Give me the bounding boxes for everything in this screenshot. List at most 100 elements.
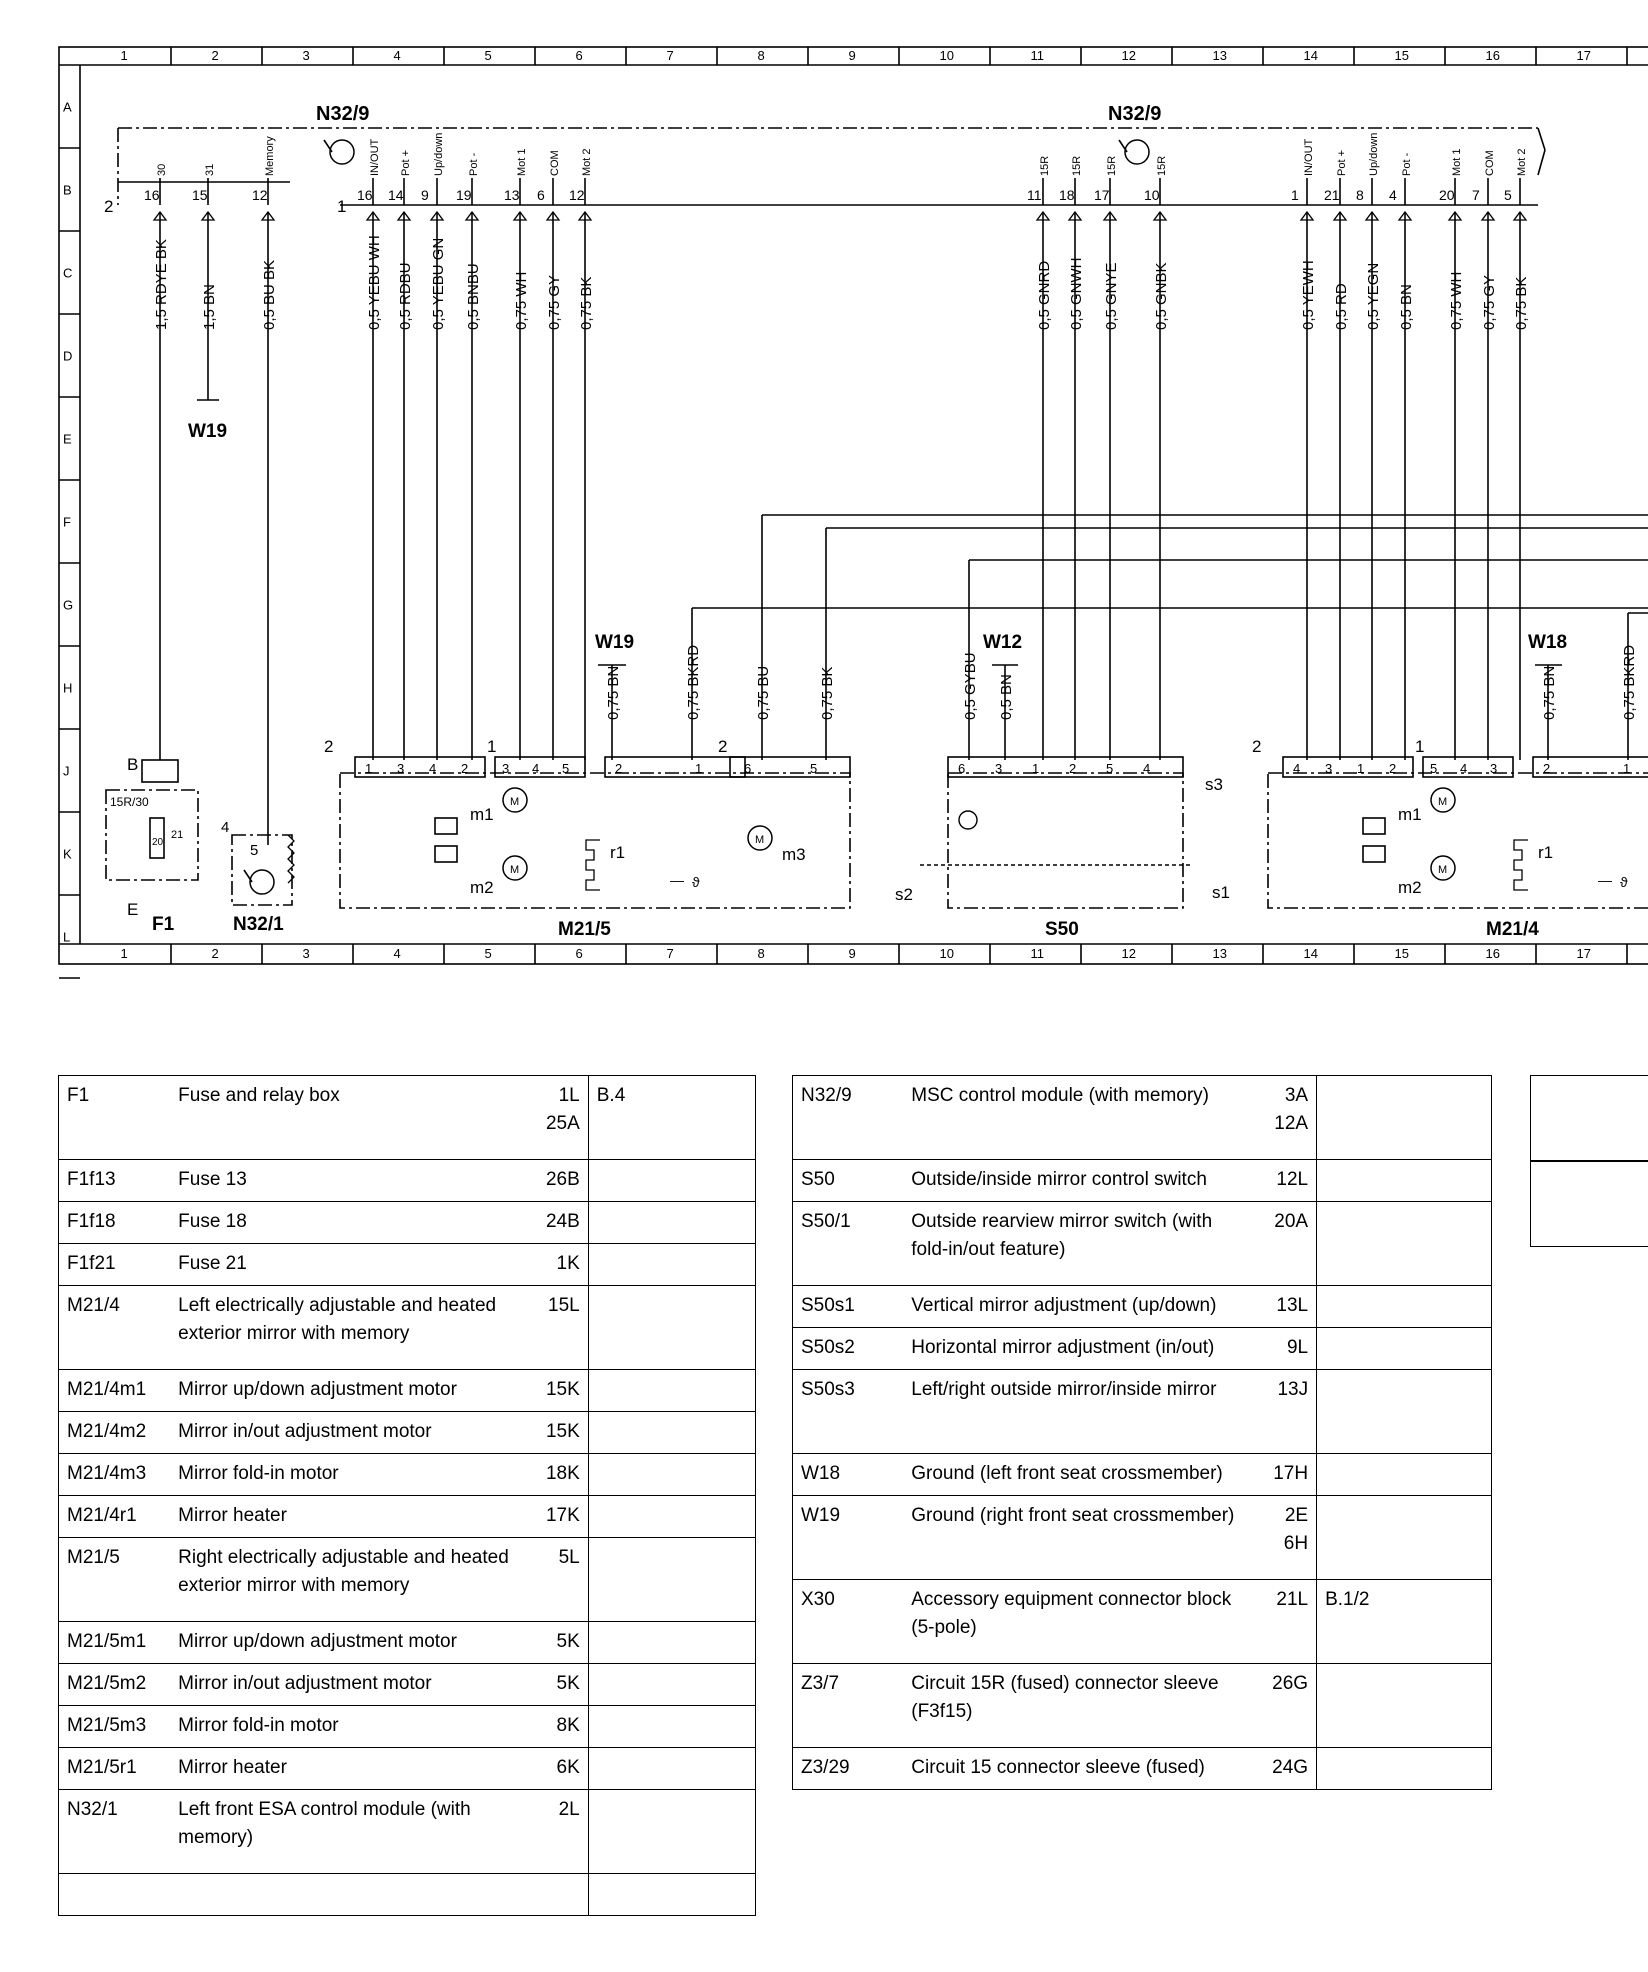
legend-loc: 15K bbox=[531, 1411, 589, 1454]
motor-label: m3 bbox=[782, 845, 806, 864]
legend-loc: 24G bbox=[1260, 1747, 1318, 1790]
legend-desc: Mirror heater bbox=[170, 1495, 532, 1538]
motor-letter: M bbox=[510, 864, 519, 876]
legend-desc: Right electrically adjustable and heated… bbox=[170, 1537, 532, 1622]
connector-block bbox=[494, 756, 586, 778]
wire-label: 0,75 WH bbox=[1448, 272, 1465, 330]
legend-ref bbox=[587, 1285, 757, 1370]
legend-code bbox=[58, 1873, 171, 1916]
fuse-terminal bbox=[141, 759, 179, 783]
row-letter: H bbox=[63, 681, 72, 696]
column-number: 12 bbox=[1122, 946, 1136, 961]
column-number: 13 bbox=[1213, 48, 1227, 63]
fuse-pin-label: B bbox=[127, 755, 138, 774]
ground-label: W19 bbox=[188, 421, 227, 442]
wire-label: 0,5 RD bbox=[1333, 283, 1350, 330]
legend-ref bbox=[587, 1369, 757, 1412]
legend-code: M21/5m1 bbox=[58, 1621, 171, 1664]
motor-label: m2 bbox=[1398, 878, 1422, 897]
pin-number: 12 bbox=[252, 187, 268, 203]
motor-symbol bbox=[1430, 855, 1456, 881]
transistor-symbol bbox=[329, 139, 355, 165]
legend-code: F1 bbox=[58, 1075, 171, 1160]
column-number: 9 bbox=[849, 946, 856, 961]
column-number: 1 bbox=[121, 48, 128, 63]
pin-number: 9 bbox=[421, 187, 429, 203]
pin-label: Pot - bbox=[1401, 152, 1413, 176]
legend-ref bbox=[587, 1873, 757, 1916]
legend-desc: Mirror in/out adjustment motor bbox=[170, 1663, 532, 1706]
pin-label: 31 bbox=[204, 164, 216, 176]
column-number: 11 bbox=[1031, 946, 1045, 961]
connector-block bbox=[1282, 756, 1414, 778]
column-number: 11 bbox=[1031, 48, 1045, 63]
resistor-symbol bbox=[287, 834, 295, 884]
connector-number: 4 bbox=[221, 819, 229, 836]
legend-desc: Ground (right front seat crossmember) bbox=[903, 1495, 1261, 1580]
legend-loc: 6K bbox=[531, 1747, 589, 1790]
column-number: 4 bbox=[394, 946, 401, 961]
wire-label: 0,5 GNYE bbox=[1103, 262, 1120, 330]
legend-ref bbox=[1316, 1453, 1492, 1496]
potentiometer bbox=[1362, 845, 1386, 863]
row-letter: C bbox=[63, 266, 72, 281]
legend-code: M21/4m3 bbox=[58, 1453, 171, 1496]
legend-desc: Left front ESA control module (with memo… bbox=[170, 1789, 532, 1874]
legend-code: S50s1 bbox=[792, 1285, 904, 1328]
pin-label: Memory bbox=[264, 136, 276, 176]
thermo-symbol: ϑ bbox=[1620, 874, 1628, 890]
pin-label: Mot 1 bbox=[516, 148, 528, 176]
transistor-symbol bbox=[249, 869, 275, 895]
legend-loc: 3A 12A bbox=[1260, 1075, 1318, 1160]
row-letter: F bbox=[63, 515, 71, 530]
legend-code: Z3/7 bbox=[792, 1663, 904, 1748]
thermo-switch: — bbox=[1598, 872, 1612, 888]
legend-desc: Horizontal mirror adjustment (in/out) bbox=[903, 1327, 1261, 1370]
legend-code: S50s3 bbox=[792, 1369, 904, 1454]
connector-number: 2 bbox=[324, 737, 333, 756]
motor-label: m1 bbox=[1398, 805, 1422, 824]
row-letter: E bbox=[63, 432, 72, 447]
row-letter: G bbox=[63, 598, 73, 613]
legend-ref bbox=[587, 1705, 757, 1748]
heater-label: r1 bbox=[1538, 843, 1553, 862]
transistor-lead bbox=[1118, 139, 1128, 153]
column-number: 16 bbox=[1486, 946, 1500, 961]
pin-label: Mot 2 bbox=[581, 148, 593, 176]
legend-desc: Outside rearview mirror switch (with fol… bbox=[903, 1201, 1261, 1286]
transistor-lead bbox=[323, 139, 333, 153]
legend-code: S50 bbox=[792, 1159, 904, 1202]
column-number: 12 bbox=[1122, 48, 1136, 63]
wire-label: 0,75 BN bbox=[605, 666, 622, 720]
wire-label: 1,5 BN bbox=[201, 284, 218, 330]
legend-loc: 20A bbox=[1260, 1201, 1318, 1286]
pin-number: 2 bbox=[1389, 761, 1396, 776]
connector-number: 2 bbox=[104, 197, 113, 216]
pin-number: 16 bbox=[144, 187, 160, 203]
legend-desc: Mirror heater bbox=[170, 1747, 532, 1790]
pin-number: 6 bbox=[744, 761, 751, 776]
pin-number: 17 bbox=[1094, 187, 1110, 203]
pin-label: COM bbox=[549, 150, 561, 176]
column-number: 9 bbox=[849, 48, 856, 63]
legend-ref bbox=[1316, 1201, 1492, 1286]
wire-label: 1,5 RDYE BK bbox=[153, 239, 170, 330]
s50-box bbox=[947, 772, 1184, 909]
pin-number: 5 bbox=[1106, 761, 1113, 776]
pin-number: 2 bbox=[1069, 761, 1076, 776]
connector-number: 1 bbox=[337, 197, 346, 216]
legend-code: M21/4 bbox=[58, 1285, 171, 1370]
legend-ref bbox=[1316, 1075, 1492, 1160]
pin-number: 5 bbox=[1504, 187, 1512, 203]
transistor-symbol bbox=[1124, 139, 1150, 165]
component-label: M21/5 bbox=[558, 919, 611, 940]
legend-code: M21/5m3 bbox=[58, 1705, 171, 1748]
